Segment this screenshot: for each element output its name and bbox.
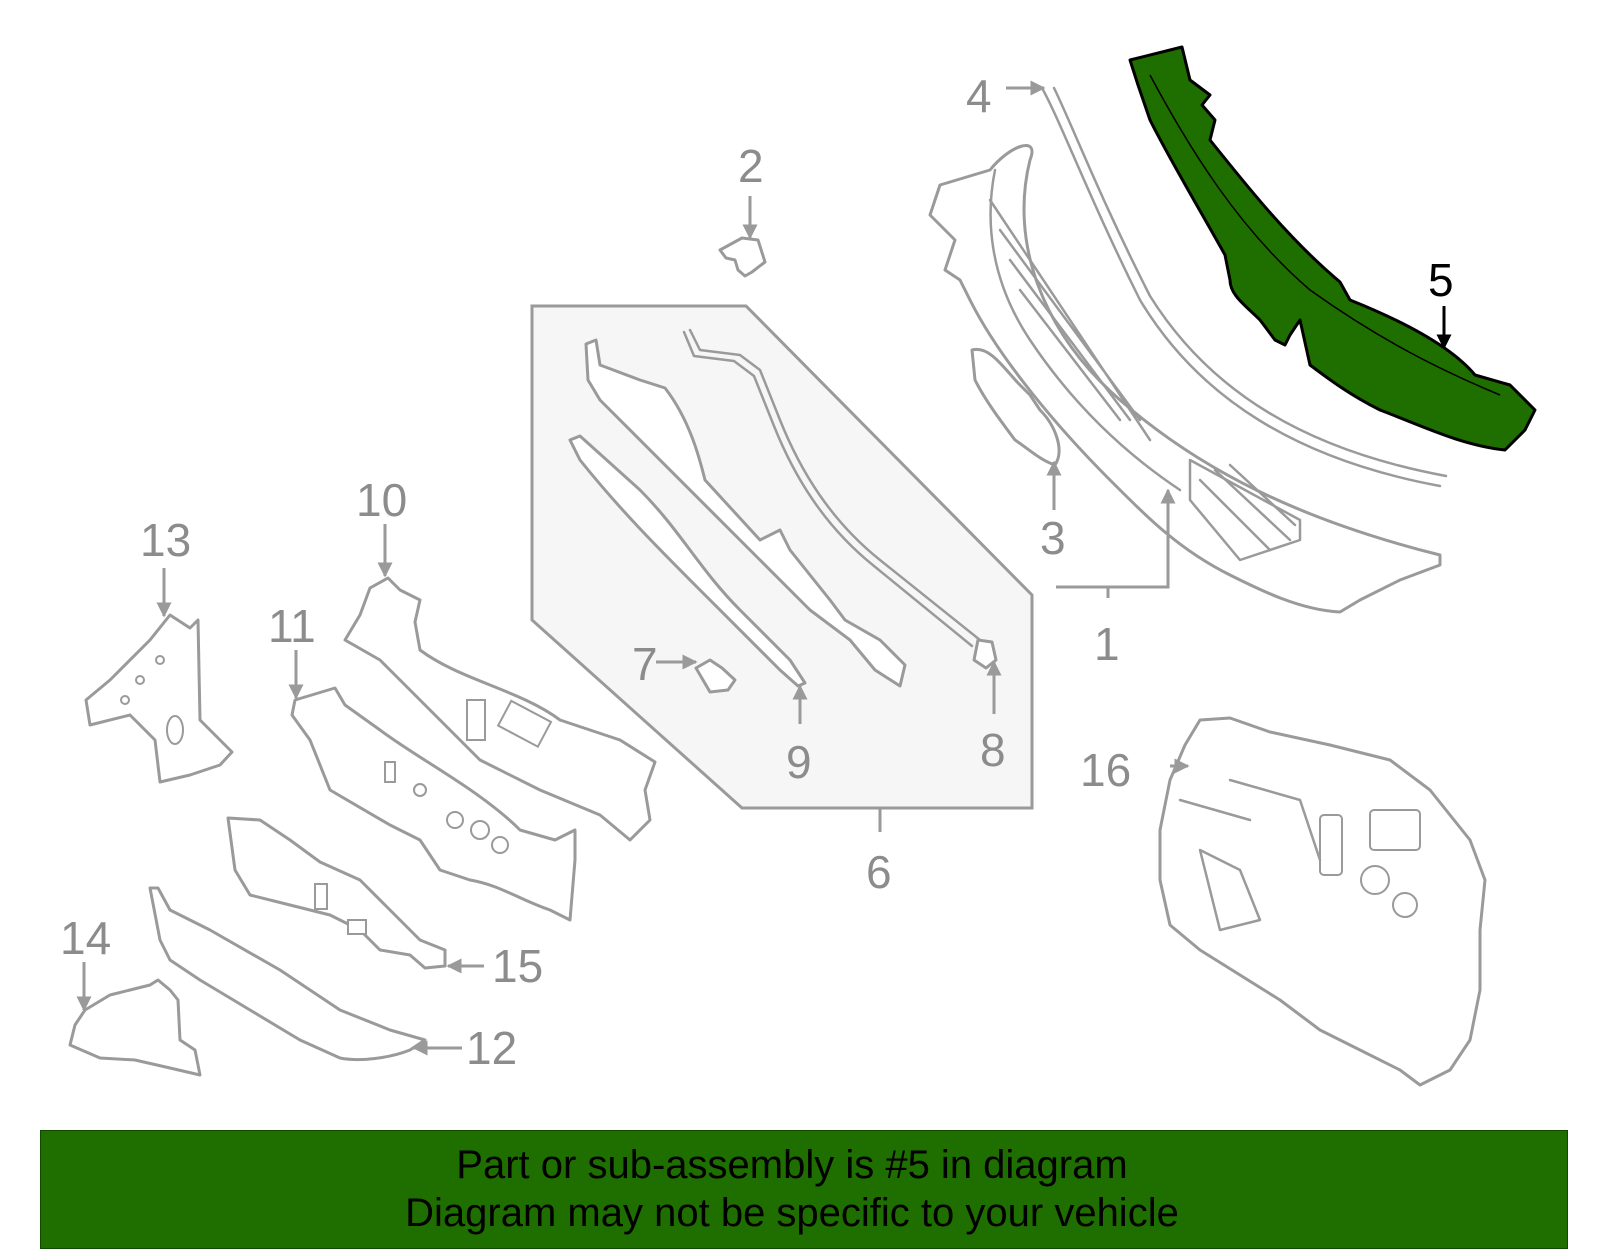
part-7-small-bracket[interactable]	[694, 658, 737, 694]
part-16-dash-insulator[interactable]	[1158, 716, 1487, 1087]
callout-4: 4	[966, 70, 992, 122]
part-12-lower-rail[interactable]	[148, 886, 427, 1062]
callout-6: 6	[866, 846, 892, 898]
callout-14: 14	[60, 912, 111, 964]
leader-lines	[76, 80, 1452, 1056]
part-4-weatherstrip[interactable]	[1040, 86, 1448, 488]
banner-line-disclaimer: Diagram may not be specific to your vehi…	[405, 1191, 1179, 1235]
part-15-panel[interactable]	[226, 816, 447, 970]
callout-labels: 4 2 5 3 1 10 13 11 7 9 8 6 16 14 15 12	[60, 70, 1454, 1074]
part-1-cowl-panel[interactable]	[928, 144, 1442, 614]
parts-diagram: 4 2 5 3 1 10 13 11 7 9 8 6 16 14 15 12	[60, 45, 1537, 1087]
callout-10: 10	[356, 474, 407, 526]
part-2-clip[interactable]	[718, 236, 767, 278]
callout-9: 9	[786, 736, 812, 788]
callout-15: 15	[492, 940, 543, 992]
part-13-side-bracket[interactable]	[84, 613, 234, 784]
callout-3: 3	[1040, 512, 1066, 564]
callout-16: 16	[1080, 744, 1131, 796]
callout-12: 12	[466, 1022, 517, 1074]
part-11-dash-panel[interactable]	[290, 686, 577, 922]
callout-7: 7	[632, 638, 658, 690]
callout-8: 8	[980, 724, 1006, 776]
callout-11: 11	[268, 600, 316, 652]
banner-line-part-number: Part or sub-assembly is #5 in diagram	[456, 1143, 1128, 1187]
callout-13: 13	[140, 514, 191, 566]
callout-5: 5	[1428, 254, 1454, 306]
part-6-panel[interactable]	[584, 338, 907, 688]
part-5-highlighted-reinforcement[interactable]	[1128, 45, 1537, 452]
part-10-cowl-inner[interactable]	[343, 576, 657, 842]
info-banner: Part or sub-assembly is #5 in diagram Di…	[40, 1130, 1568, 1249]
callout-1: 1	[1094, 618, 1120, 670]
part-14-bracket[interactable]	[68, 978, 202, 1077]
callout-2: 2	[738, 140, 764, 192]
